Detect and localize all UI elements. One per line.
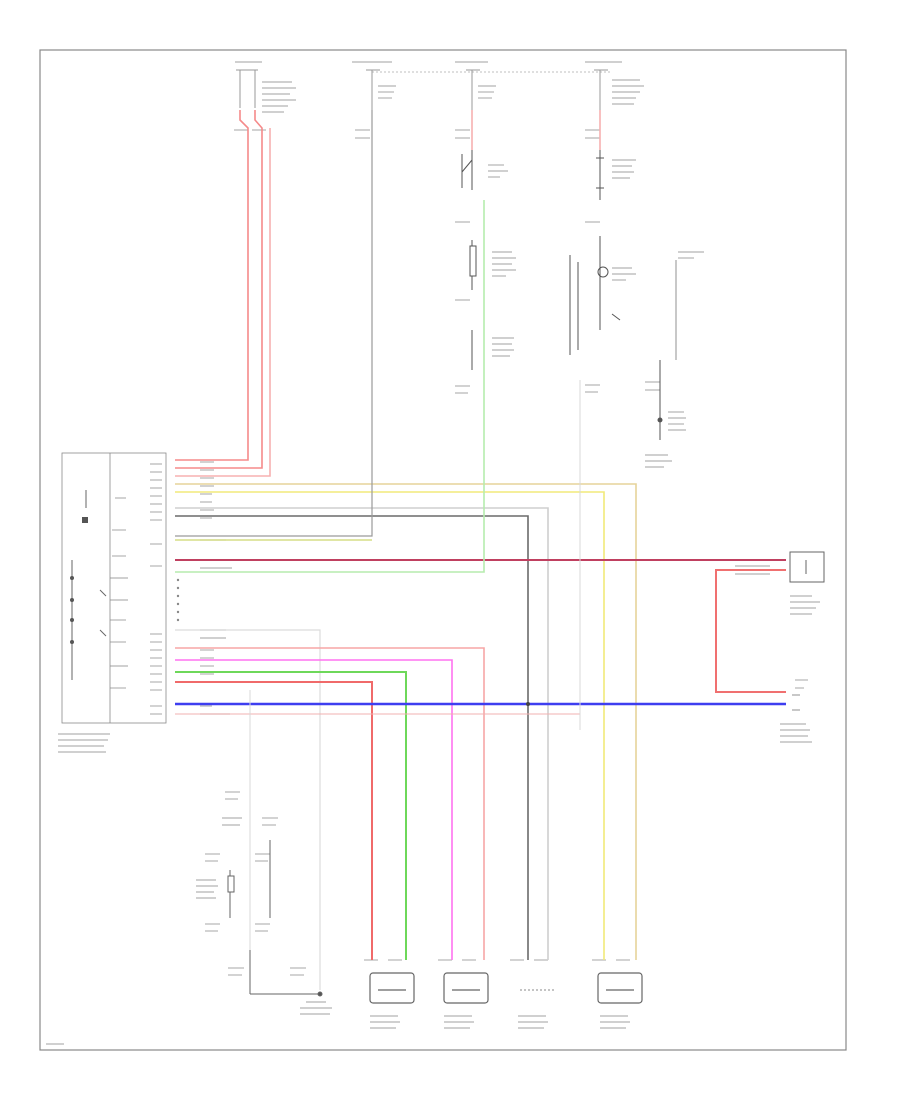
wire-lightgreen — [175, 200, 485, 573]
relay-2 — [469, 240, 485, 290]
relay-1 — [461, 150, 473, 190]
speed-sensor-rear-left — [597, 972, 643, 1004]
wire-green — [175, 671, 407, 960]
wires — [175, 110, 786, 990]
abs-control-module — [61, 452, 167, 724]
relay-3 — [471, 330, 485, 370]
fuse-block-3 — [466, 69, 480, 110]
wire-red-low — [175, 681, 373, 960]
wire-gray-1 — [175, 507, 549, 960]
wire-darkgray — [175, 515, 529, 960]
wire-pink-low — [175, 647, 485, 960]
switch-right — [657, 360, 663, 440]
fuse-block-1 — [236, 69, 258, 108]
right-actuator — [789, 551, 825, 583]
brake-switch — [227, 840, 323, 997]
wire-red-2 — [175, 110, 263, 469]
wire-magenta — [175, 659, 453, 960]
module-connector-pins — [176, 578, 180, 622]
wire-red-right — [715, 569, 786, 693]
right-sensor — [792, 694, 800, 711]
wire-red-1 — [175, 110, 249, 461]
wire-pink-1 — [175, 128, 271, 477]
speed-sensor-front-right — [369, 972, 415, 1004]
wire-gray-2 — [175, 110, 373, 537]
wire-lightgray-low — [175, 629, 321, 990]
fuse-block-4 — [594, 69, 608, 110]
label-marks — [46, 61, 820, 1045]
indicator-lamp — [569, 236, 621, 355]
splice-point — [526, 702, 530, 706]
diagram-frame — [39, 49, 847, 1051]
wire-tan — [175, 483, 637, 960]
fuse-block-2 — [366, 69, 380, 110]
speed-sensor-front-left — [443, 972, 489, 1004]
wire-yellow — [175, 491, 605, 960]
relay-4 — [596, 150, 604, 200]
